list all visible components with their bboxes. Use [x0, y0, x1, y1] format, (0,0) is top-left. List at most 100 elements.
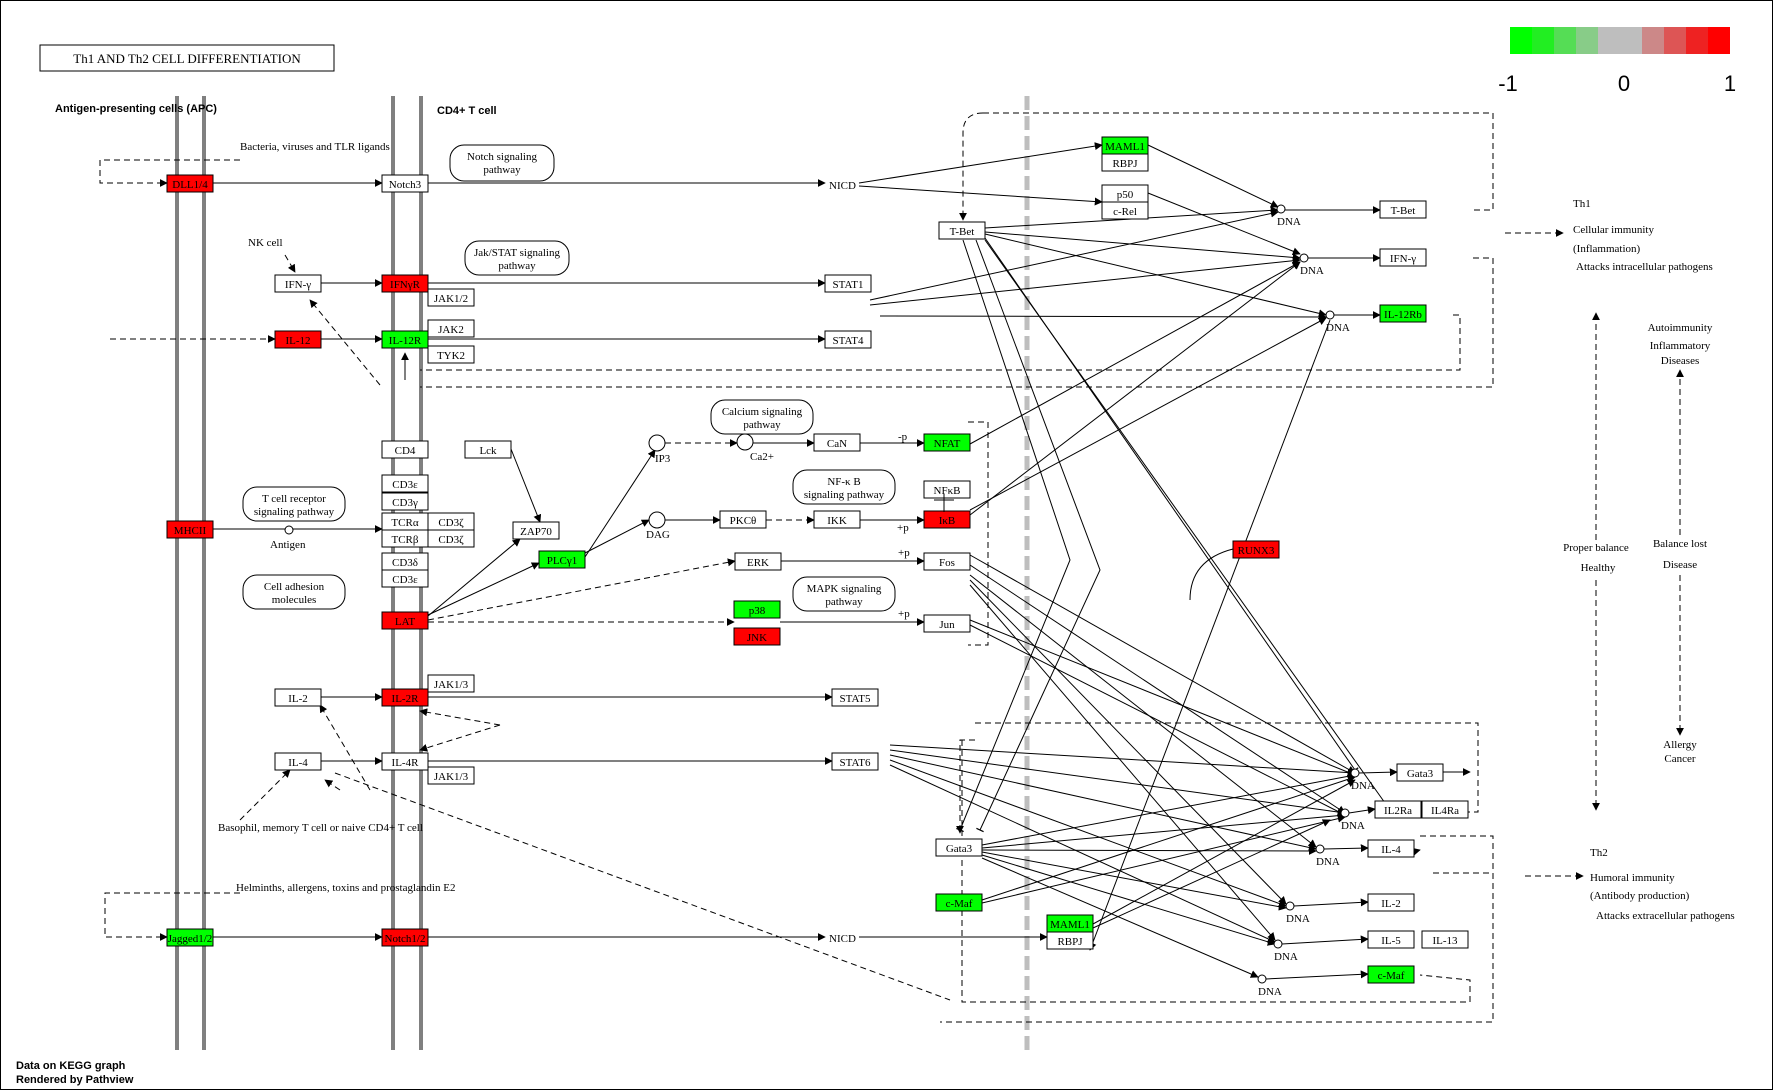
gene-node-cd3z2[interactable]: CD3ζ: [427, 529, 475, 548]
gene-node-p38[interactable]: p38: [733, 600, 781, 619]
gene-node-tbet1[interactable]: T-Bet: [938, 221, 986, 240]
gene-node-notch3[interactable]: Notch3: [381, 174, 429, 193]
gene-node-jak12[interactable]: JAK1/2: [427, 288, 475, 307]
gene-label: JAK1/2: [434, 293, 468, 305]
legend-cell: [1708, 27, 1730, 54]
pathway-title: Th1 AND Th2 CELL DIFFERENTIATION: [73, 51, 301, 66]
gene-node-il2r[interactable]: IL-2R: [381, 688, 429, 707]
auto-line-2: Inflammatory: [1650, 340, 1711, 352]
gene-node-jak2[interactable]: JAK2: [427, 319, 475, 338]
gene-node-rbpja[interactable]: RBPJ: [1101, 153, 1149, 172]
gene-node-p50[interactable]: p50: [1101, 184, 1149, 203]
dna-node: [1285, 901, 1295, 911]
gene-node-il12rb[interactable]: IL-12Rb: [1379, 304, 1427, 323]
gene-node-cd3g[interactable]: CD3γ: [381, 492, 429, 511]
gene-node-gata3b[interactable]: Gata3: [935, 838, 983, 857]
gene-node-cd3d[interactable]: CD3δ: [381, 552, 429, 571]
dna-label: DNA: [1326, 322, 1350, 334]
gene-node-pkct[interactable]: PKCθ: [719, 510, 767, 529]
gene-node-cd3e1[interactable]: CD3ε: [381, 474, 429, 493]
gene-node-crel[interactable]: c-Rel: [1101, 201, 1149, 220]
gene-node-il4ra[interactable]: IL4Ra: [1421, 800, 1469, 819]
dna-label: DNA: [1286, 913, 1310, 925]
gene-node-stat5[interactable]: STAT5: [831, 688, 879, 707]
gene-node-zap70[interactable]: ZAP70: [512, 521, 560, 540]
gene-node-gata3a[interactable]: Gata3: [1396, 763, 1444, 782]
gene-node-il12[interactable]: IL-12: [274, 330, 322, 349]
gene-node-cd4[interactable]: CD4: [381, 440, 429, 459]
gene-node-tbet2[interactable]: T-Bet: [1379, 200, 1427, 219]
gene-node-ifng2[interactable]: IFN-γ: [1379, 248, 1427, 267]
gene-node-tyk2[interactable]: TYK2: [427, 345, 475, 364]
gene-node-ikk[interactable]: IKK: [813, 510, 861, 529]
gene-node-cd3e2[interactable]: CD3ε: [381, 569, 429, 588]
gene-node-ifng_apc[interactable]: IFN-γ: [274, 274, 322, 293]
gene-node-il5[interactable]: IL-5: [1367, 930, 1415, 949]
gene-node-dll[interactable]: DLL1/4: [166, 174, 214, 193]
gene-label: RBPJ: [1112, 158, 1138, 170]
gene-label: JNK: [747, 632, 767, 644]
gene-node-il4[interactable]: IL-4: [274, 752, 322, 771]
gene-node-tcra[interactable]: TCRα: [381, 512, 429, 531]
gene-node-lck[interactable]: Lck: [464, 440, 512, 459]
gene-label: STAT4: [833, 335, 864, 347]
gene-node-fos[interactable]: Fos: [923, 552, 971, 571]
legend-tick-mid: 0: [1618, 71, 1630, 96]
gene-node-can[interactable]: CaN: [813, 433, 861, 452]
gene-label: c-Maf: [1378, 970, 1405, 982]
gene-label: STAT6: [840, 757, 871, 769]
gene-node-maml1b[interactable]: MAML1: [1046, 914, 1094, 933]
gene-node-jnk[interactable]: JNK: [733, 627, 781, 646]
gene-label: T-Bet: [950, 226, 975, 238]
gene-label: Gata3: [1407, 768, 1434, 780]
gene-node-il13[interactable]: IL-13: [1421, 930, 1469, 949]
gene-node-plcg1[interactable]: PLCγ1: [538, 550, 586, 569]
gene-node-il4b[interactable]: IL-4: [1367, 839, 1415, 858]
gene-node-erk[interactable]: ERK: [734, 552, 782, 571]
gene-node-cmaf2[interactable]: c-Maf: [1367, 965, 1415, 984]
gene-label: JAK1/3: [434, 771, 469, 783]
gene-label: CD3ζ: [438, 534, 464, 546]
dna-node: [1350, 768, 1360, 778]
gene-node-runx3[interactable]: RUNX3: [1232, 540, 1280, 559]
th2-line-2: (Antibody production): [1590, 890, 1690, 902]
gene-node-mhcii[interactable]: MHCII: [166, 520, 214, 539]
gene-node-il4r[interactable]: IL-4R: [381, 752, 429, 771]
gene-node-stat4[interactable]: STAT4: [824, 330, 872, 349]
gene-node-il12r[interactable]: IL-12R: [381, 330, 429, 349]
gene-node-lat[interactable]: LAT: [381, 611, 429, 630]
gene-node-jun[interactable]: Jun: [923, 614, 971, 633]
gene-node-nfkb[interactable]: NFκB: [923, 480, 971, 499]
gene-label: CaN: [827, 438, 847, 450]
gene-node-jak13b[interactable]: JAK1/3: [427, 766, 475, 785]
gene-label: ERK: [747, 557, 769, 569]
gene-node-tcrb[interactable]: TCRβ: [381, 529, 429, 548]
gene-node-stat6[interactable]: STAT6: [831, 752, 879, 771]
gene-node-il2[interactable]: IL-2: [274, 688, 322, 707]
gene-node-jagged[interactable]: Jagged1/2: [166, 928, 214, 947]
gene-node-stat1[interactable]: STAT1: [824, 274, 872, 293]
gene-node-rbpjb[interactable]: RBPJ: [1046, 931, 1094, 950]
ip3-label: IP3: [655, 453, 671, 465]
legend-cell: [1686, 27, 1708, 54]
gene-node-ifngr[interactable]: IFNγR: [381, 274, 429, 293]
gene-label: IL-5: [1381, 935, 1401, 947]
gene-node-cd3z1[interactable]: CD3ζ: [427, 512, 475, 531]
gene-node-ikb[interactable]: IκB: [923, 510, 971, 529]
gene-node-nfat[interactable]: NFAT: [923, 433, 971, 452]
auto-line-3: Diseases: [1661, 355, 1700, 367]
gene-node-il2b[interactable]: IL-2: [1367, 893, 1415, 912]
gene-node-cmaf1[interactable]: c-Maf: [935, 893, 983, 912]
gene-node-notch12[interactable]: Notch1/2: [381, 928, 429, 947]
gene-node-jak13a[interactable]: JAK1/3: [427, 674, 475, 693]
gene-node-il2ra[interactable]: IL2Ra: [1374, 800, 1422, 819]
dna-node: [1340, 808, 1350, 818]
gene-node-maml1a[interactable]: MAML1: [1101, 136, 1149, 155]
